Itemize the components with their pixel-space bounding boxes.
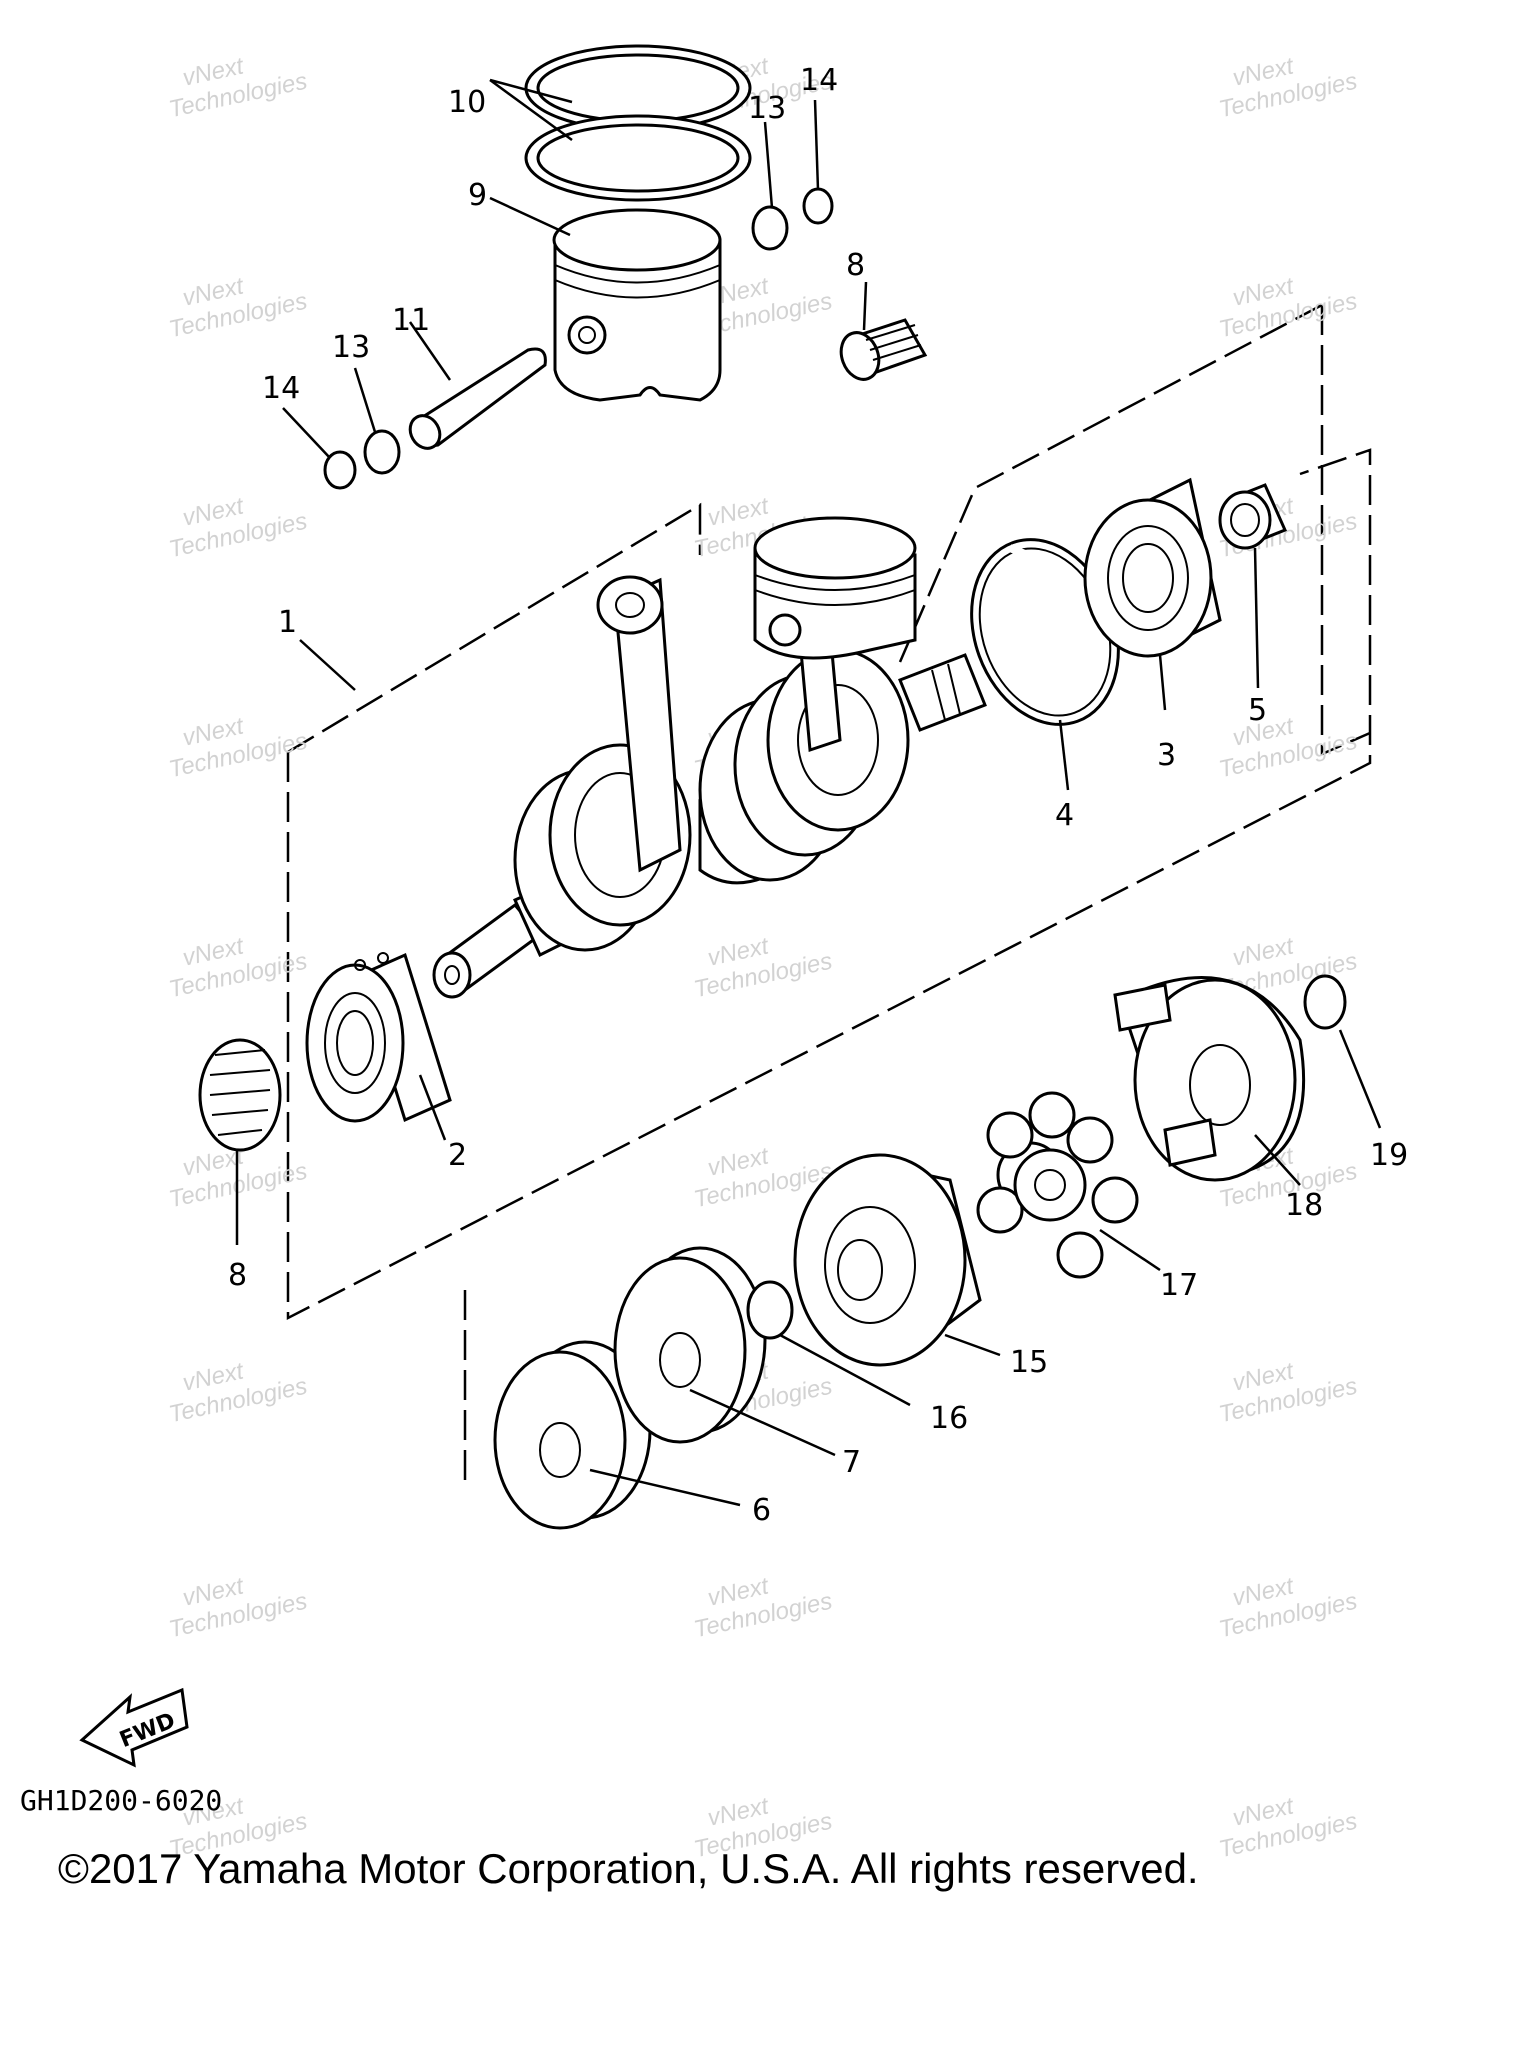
callout-5: 5: [1248, 693, 1267, 728]
callout-7: 7: [842, 1445, 861, 1480]
callout-6: 6: [752, 1493, 771, 1528]
callout-15: 15: [1010, 1345, 1048, 1380]
callout-4: 4: [1055, 798, 1074, 833]
callout-14-left: 14: [262, 371, 300, 406]
piston-pin-drawing: [408, 347, 547, 450]
coupling-15-drawing: [793, 1153, 982, 1367]
callout-10: 10: [448, 85, 486, 120]
bearing-3-drawing: [1083, 477, 1222, 658]
piston-rings-drawing: [524, 44, 752, 202]
callout-17: 17: [1160, 1268, 1198, 1303]
callout-1: 1: [278, 605, 297, 640]
callout-18: 18: [1285, 1188, 1323, 1223]
callout-11: 11: [392, 303, 430, 338]
callout-12: 8: [846, 248, 865, 283]
o-ring-19-drawing: [1303, 974, 1347, 1030]
damper-17-drawing: [976, 1091, 1139, 1279]
oil-seal-drawing: [198, 1038, 282, 1152]
needle-bearing-drawing: [839, 318, 928, 381]
group-outline-bearing: [898, 303, 1323, 663]
callout-2: 2: [448, 1138, 467, 1173]
callout-13-right: 13: [748, 91, 786, 126]
bearing-2-drawing: [305, 952, 452, 1123]
callout-3: 3: [1157, 738, 1176, 773]
copyright-notice: ©2017 Yamaha Motor Corporation, U.S.A. A…: [58, 1845, 1199, 1892]
callout-9: 9: [468, 178, 487, 213]
bush-5-drawing: [1218, 483, 1288, 550]
coupling-18-drawing: [1113, 976, 1306, 1182]
plate-7-drawing: [613, 1246, 767, 1444]
fwd-arrow-icon: FWD: [79, 1687, 189, 1768]
clip-14-left: [323, 450, 357, 490]
callout-labels: 10 9 11 13 14 13 14 8 1 4 3 5 2 8 17 18 …: [228, 63, 1408, 1528]
o-ring-16-drawing: [746, 1280, 794, 1340]
leader-lines: [235, 78, 1382, 1507]
crankshaft-drawing: [432, 516, 987, 999]
group-outline-crankshaft: [286, 448, 1372, 1321]
washer-13-right: [751, 205, 789, 251]
callout-19: 19: [1370, 1138, 1408, 1173]
callout-13-left: 13: [332, 330, 370, 365]
group-outline-crank-top: [287, 502, 702, 754]
diagram-code: GH1D200-6020: [20, 1784, 222, 1817]
callout-8: 8: [228, 1258, 247, 1293]
callout-14-right: 14: [800, 63, 838, 98]
washer-13-left: [363, 429, 401, 475]
group-outline-right: [1320, 305, 1371, 756]
callout-16: 16: [930, 1401, 968, 1436]
piston-drawing: [552, 208, 722, 402]
clip-14-right: [802, 187, 834, 225]
flange-6-drawing: [493, 1340, 652, 1530]
